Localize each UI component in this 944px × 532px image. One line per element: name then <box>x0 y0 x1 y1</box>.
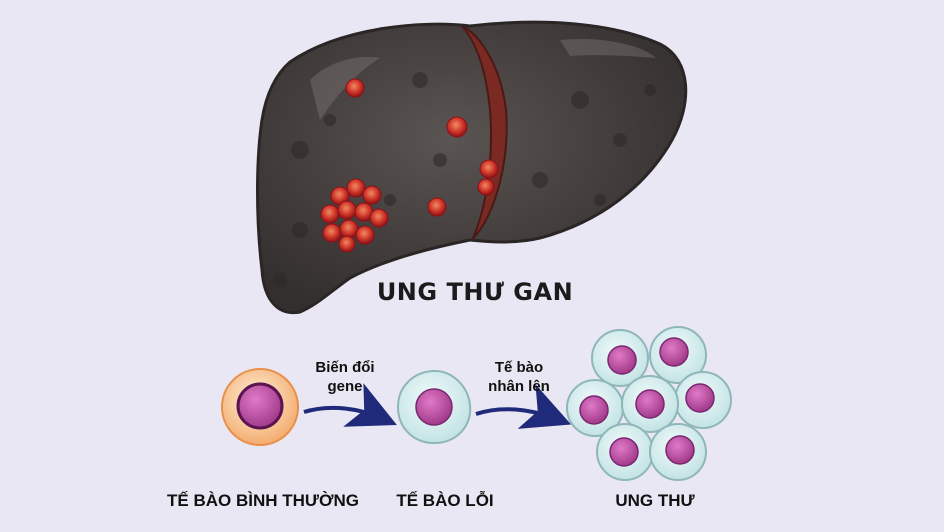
arrow-label-proliferation: Tế bào nhân lên <box>474 358 564 396</box>
stage-label-cancer: UNG THƯ <box>615 491 695 510</box>
faulty-cell <box>396 369 472 445</box>
arrow-label-mutation: Biến đổi gene <box>300 358 390 396</box>
tumor-cluster <box>320 78 499 253</box>
stage-label-faulty: TẾ BÀO LỖI <box>396 491 494 510</box>
arrow-proliferation <box>475 384 572 429</box>
arrow-label-line: nhân lên <box>488 378 550 395</box>
cancer-cell-cluster <box>566 326 732 481</box>
arrow-label-line: Biến đổi <box>315 359 375 376</box>
stage-label-normal: TẾ BÀO BÌNH THƯỜNG <box>167 491 359 510</box>
diagram-title: UNG THƯ GAN <box>376 278 574 306</box>
arrow-label-line: Tế bào <box>494 359 544 376</box>
cancer-nucleus <box>579 337 715 467</box>
normal-cell <box>221 368 299 446</box>
arrow-label-line: gene <box>327 378 363 395</box>
arrow-mutation <box>303 383 397 427</box>
liver <box>256 20 688 315</box>
